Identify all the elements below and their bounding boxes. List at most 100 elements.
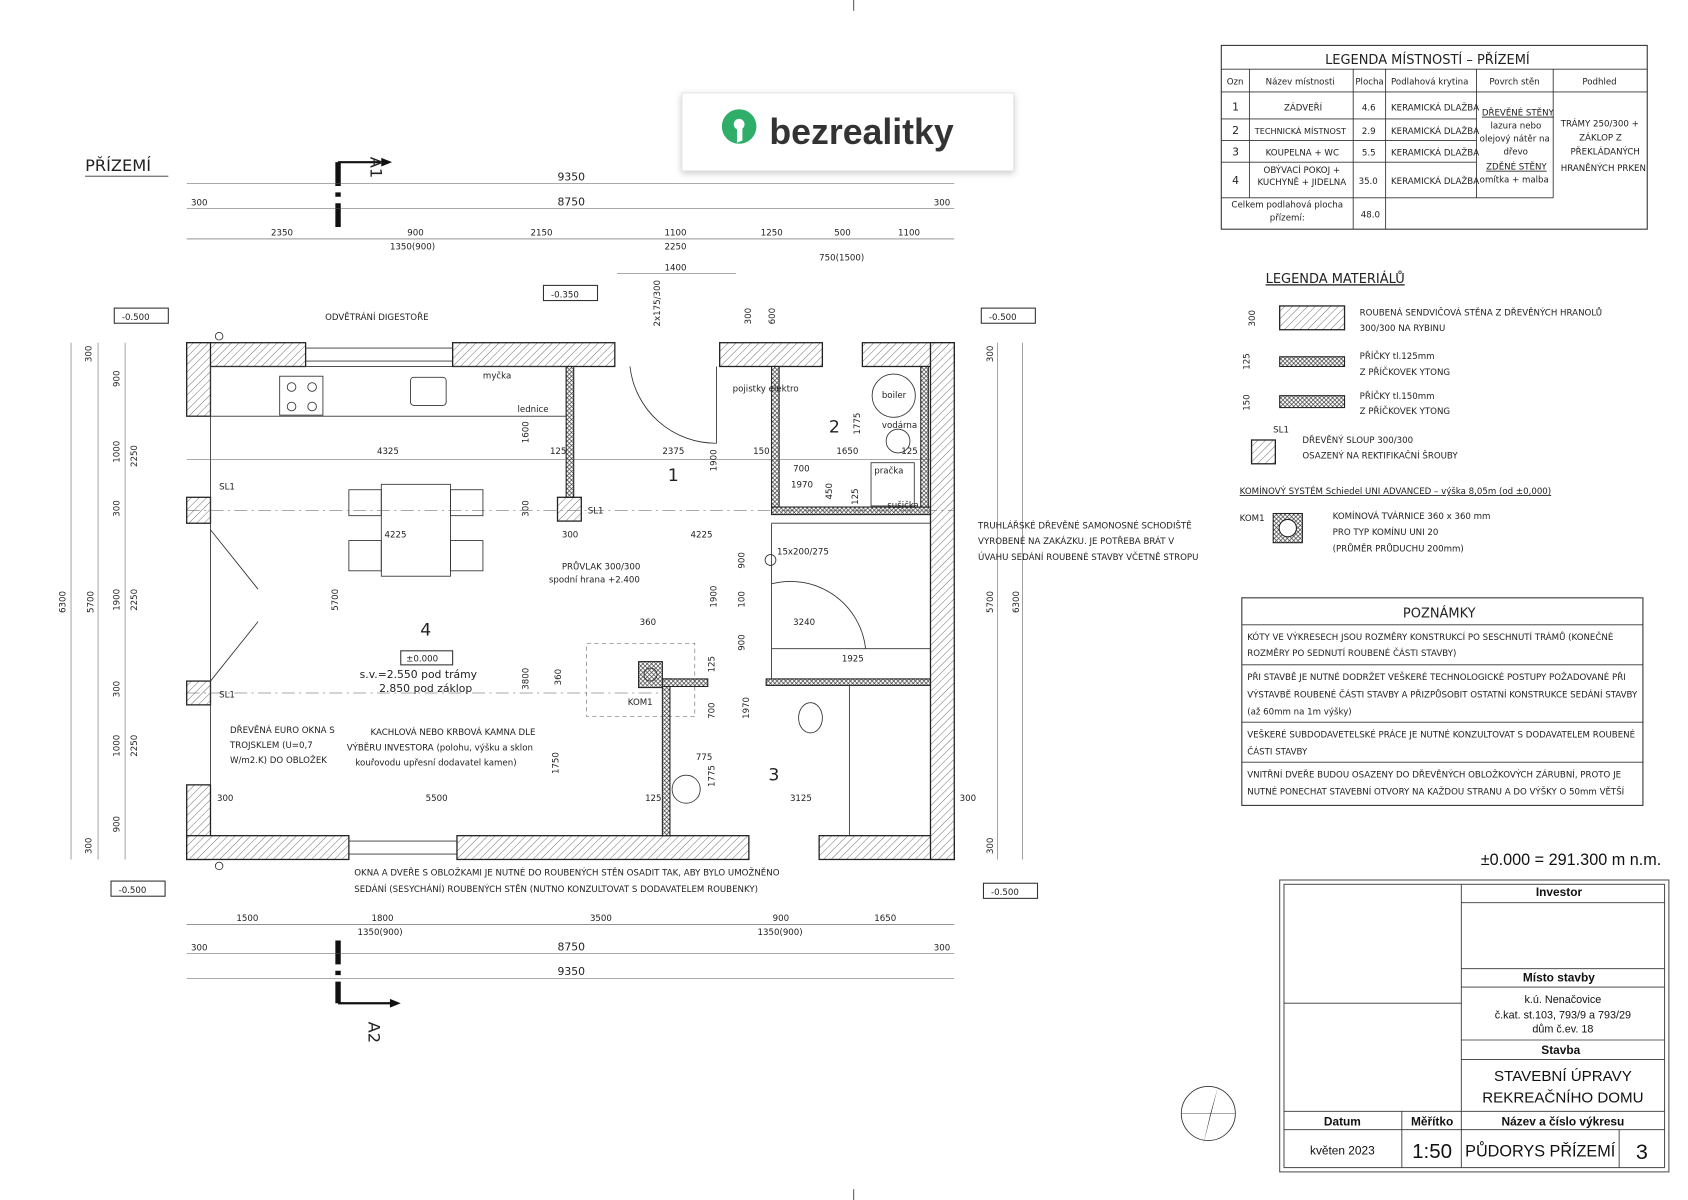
plan_labels-sl1: SL1 — [219, 483, 235, 493]
dims_bottom-row-4: 1650 — [874, 914, 896, 924]
title_block-site-0: k.ú. Nenačovice — [1525, 994, 1602, 1006]
room_legend-total_label: Celkem podlahová plocha přízemí: — [1231, 200, 1344, 223]
bezrealitky-logo: bezrealitky — [681, 92, 1015, 172]
dims_inner-7: 4225 — [385, 530, 407, 540]
inner-dimensions: 4325 125 2375 150 1650 125 1775 4225 300… — [217, 280, 976, 804]
dims_inner-28: 125 — [707, 656, 717, 672]
room-2-number: 2 — [829, 417, 840, 437]
dims_inner-19: 450 — [825, 483, 835, 499]
dims_side-left-13: 6300 — [59, 591, 69, 613]
material_legend-chimney_text-0: KOMÍNOVÁ TVÁRNICE 360 x 360 mm — [1333, 510, 1491, 522]
room-1-number: 1 — [668, 466, 679, 486]
dims_side-left-1: 900 — [113, 371, 123, 387]
room_legend-ceiling-2: PŘEKLÁDANÝCH — [1570, 146, 1639, 158]
plan_labels-washer: pračka — [874, 466, 903, 477]
dims_inner-3: 150 — [753, 447, 769, 457]
notes-title: POZNÁMKY — [1403, 605, 1476, 621]
material_legend-chimney_text-2: (PRŮMĚR PRŮDUCHU 200mm) — [1333, 542, 1464, 554]
dims_side-left-0: 300 — [85, 346, 95, 362]
dims_inner-16: 1900 — [709, 586, 719, 608]
notes-items-3-0: VNITŘNÍ DVEŘE BUDOU OSAZENY DO DŘEVĚNÝCH… — [1247, 768, 1621, 780]
dims_inner-18: 1970 — [791, 481, 813, 491]
sink-icon — [410, 376, 447, 406]
room_legend-walls-2: olejový nátěr na — [1480, 134, 1550, 145]
dims_top-row-4: 1250 — [761, 229, 783, 239]
dims_inner-20: 125 — [851, 488, 861, 504]
bottom-dimensions: 1500 1800 1350(900) 3500 900 1350(900) 1… — [186, 914, 955, 979]
chimney-kom1 — [638, 661, 663, 689]
dims_top-row-2: 2150 — [530, 229, 552, 239]
dims_side-left-4: 300 — [113, 500, 123, 516]
dims_inner-23: 900 — [738, 634, 748, 650]
plan_labels-beam_sub: spodní hrana +2.400 — [549, 576, 640, 586]
material-legend: LEGENDA MATERIÁLŮ 300 ROUBENÁ SENDVIČOVÁ… — [1240, 271, 1602, 554]
room_legend-rows-0-area: 4.6 — [1362, 103, 1376, 113]
material_legend-items-2-dim: 150 — [1242, 394, 1252, 410]
dims_top-entry: 1400 — [665, 263, 687, 273]
room_legend-rows-3-name: OBÝVACÍ POKOJ + KUCHYNĚ + JIDELNA — [1257, 165, 1347, 188]
title_block-building_label: Stavba — [1541, 1043, 1580, 1057]
toilet-icon — [798, 702, 823, 734]
dims_inner-38: 15x200/275 — [777, 548, 829, 558]
dims_inner-10: 1600 — [521, 421, 531, 443]
title_block-date: květen 2023 — [1310, 1144, 1375, 1158]
dims_inner-6: 1775 — [853, 413, 863, 435]
notes-items-0-1: ROZMĚRY PO SEDNUTÍ ROUBENÉ ČÁSTI STAVBY) — [1247, 647, 1456, 659]
dims_top-total: 9350 — [558, 171, 586, 184]
room_legend-ceiling-1: ZÁKLOP Z — [1579, 132, 1622, 144]
room_legend-rows-3-floor: KERAMICKÁ DLAŽBA — [1391, 175, 1479, 187]
material_legend-items-2-text-0: PŘÍČKY tl.150mm — [1360, 390, 1435, 402]
material_legend-items-0-dim: 300 — [1248, 310, 1258, 326]
dims_side-left-10: 900 — [113, 816, 123, 832]
drawing-title: PŘÍZEMÍ — [85, 156, 151, 175]
dims_bottom-sub-0: 1350(900) — [358, 928, 403, 938]
dims_inner-27: 360 — [554, 669, 564, 685]
notes-items-0-0: KÓTY VE VÝKRESECH JSOU ROZMĚRY KONSTRUKC… — [1247, 631, 1613, 643]
dims_inner-41: 600 — [768, 308, 778, 324]
dims_side-right-3: 300 — [986, 838, 996, 854]
title-block: Investor Místo stavby k.ú. Nenačovice č.… — [1279, 879, 1670, 1173]
dims_side-right-2: 6300 — [1012, 591, 1022, 613]
plan_labels-sl1: SL1 — [219, 690, 235, 700]
plan_labels-window_note-2: W/m2.K) DO OBLOŽEK — [230, 754, 327, 766]
plan_labels-vent: ODVĚTRÁNÍ DIGESTOŘE — [325, 311, 428, 323]
title_block-site_label: Místo stavby — [1523, 971, 1595, 985]
title_block-building-0: STAVEBNÍ ÚPRAVY — [1494, 1068, 1632, 1085]
plan_labels-stair_note-0: TRUHLÁŘSKÉ DŘEVĚNÉ SAMONOSNÉ SCHODIŠTĚ — [977, 520, 1192, 532]
material_legend-items-1-dim: 125 — [1242, 353, 1252, 369]
dims_inner-39: 2x175/300 — [653, 280, 663, 326]
dims_inner-29: 700 — [707, 702, 717, 718]
dims_bottom-sub-1: 1350(900) — [758, 928, 803, 938]
dims_side-right-0: 300 — [986, 346, 996, 362]
material_legend-items-3-text-0: DŘEVĚNÝ SLOUP 300/300 — [1302, 434, 1413, 446]
dims_side-left-7: 300 — [113, 681, 123, 697]
title_block-scale: 1:50 — [1412, 1140, 1452, 1163]
title_block-number: 3 — [1636, 1139, 1648, 1164]
dims_top-sub-0: 1350(900) — [390, 243, 435, 253]
dims_inner-24: 3240 — [793, 618, 815, 628]
dims_inner-25: 1925 — [842, 655, 864, 665]
room_legend-headers-1: Název místnosti — [1266, 77, 1335, 87]
room_legend-total: 48.0 — [1361, 210, 1380, 220]
washbasin-icon — [671, 774, 701, 804]
dims_bottom-row-2: 3500 — [590, 914, 612, 924]
notes-table: POZNÁMKY KÓTY VE VÝKRESECH JSOU ROZMĚRY … — [1241, 597, 1644, 806]
room_legend-rows-2-name: KOUPELNA + WC — [1266, 149, 1339, 159]
material_legend-chimney_text-1: PRO TYP KOMÍNU UNI 20 — [1333, 526, 1439, 538]
dims_top-row-3: 1100 — [665, 229, 687, 239]
dims_top-inner: 8750 — [558, 195, 586, 208]
dining-table — [380, 483, 451, 577]
notes-items-2-1: ČÁSTI STAVBY — [1247, 746, 1308, 758]
dims_inner-15: 1750 — [552, 752, 562, 774]
room_legend-rows-3-area: 35.0 — [1359, 177, 1378, 187]
dims_top-row-1: 900 — [407, 229, 423, 239]
levels-outer: -0.500 — [991, 888, 1019, 898]
dims_top-edge: 300 — [191, 198, 207, 208]
room_legend-rows-1-floor: KERAMICKÁ DLAŽBA — [1391, 125, 1479, 137]
notes-items-1-2: (až 60mm na 1m výšky) — [1247, 707, 1351, 718]
room_legend-headers-2: Plocha — [1355, 77, 1383, 87]
dims_inner-1: 125 — [550, 447, 566, 457]
plan_labels-stove_note-2: kouřovodu upřesní dodavatel kamen) — [355, 758, 516, 768]
north-arrow-icon — [1180, 1086, 1236, 1146]
